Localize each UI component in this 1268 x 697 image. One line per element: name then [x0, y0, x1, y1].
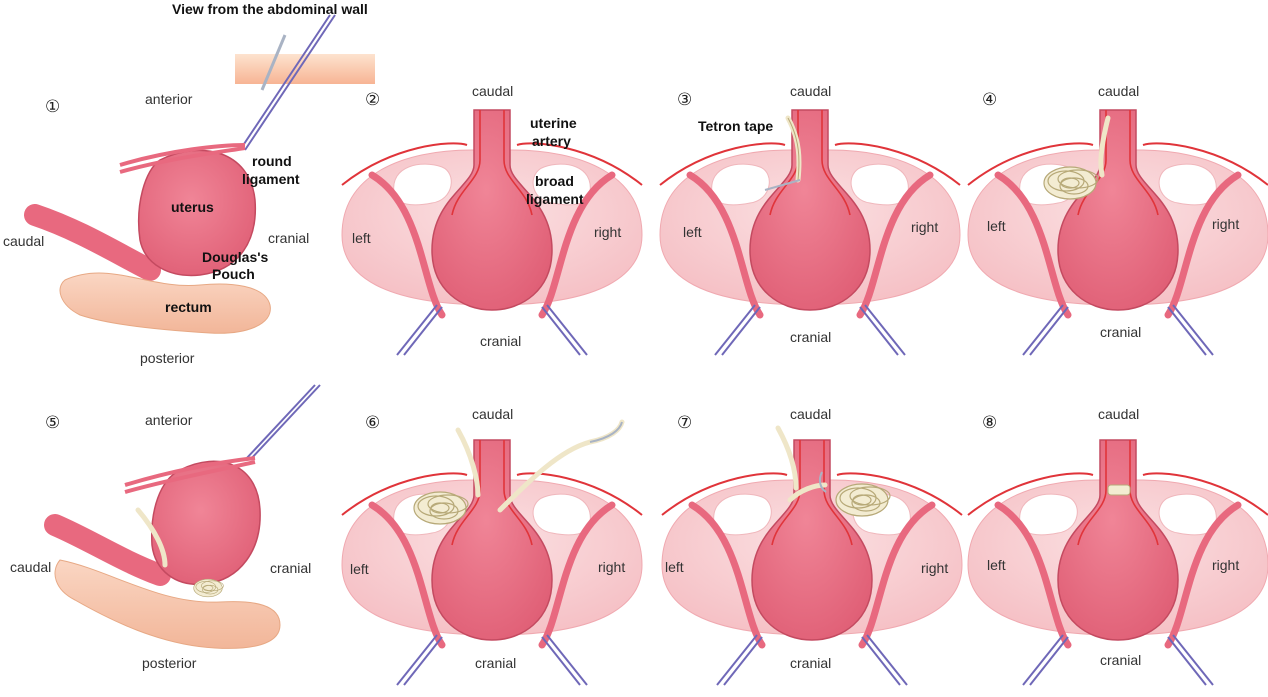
label-left: left [683, 224, 702, 240]
rectum-shape [59, 272, 271, 334]
view-label: View from the abdominal wall [172, 1, 368, 17]
label-top: caudal [1098, 83, 1139, 99]
label-bottom: cranial [1100, 652, 1141, 668]
panel-number-1: ① [45, 97, 60, 116]
label-right: right [598, 559, 625, 575]
label-left: left [987, 557, 1006, 573]
label-top: caudal [472, 406, 513, 422]
label-cranial: cranial [270, 560, 311, 576]
panel-number-7: ⑦ [677, 413, 692, 432]
panel-3: ③ caudal cranial left right Tetron tape [660, 83, 960, 355]
panel-number-4: ④ [982, 90, 997, 109]
panel-number-5: ⑤ [45, 413, 60, 432]
label-bottom: cranial [475, 655, 516, 671]
panel-number-2: ② [365, 90, 380, 109]
label-broad-2: ligament [526, 191, 584, 207]
panel-1: ① anterior posterior caudal cranial uter… [3, 14, 375, 366]
panel-2: ② caudal cranial left right uterine arte… [342, 83, 642, 355]
label-round-2: ligament [242, 171, 300, 187]
label-posterior: posterior [140, 350, 195, 366]
label-left: left [352, 230, 371, 246]
label-top: caudal [472, 83, 513, 99]
panel-8: ⑧ caudal cranial left right [968, 406, 1268, 685]
label-rectum: rectum [165, 299, 212, 315]
label-top: caudal [790, 406, 831, 422]
label-right: right [1212, 557, 1239, 573]
label-uterus: uterus [171, 199, 214, 215]
label-douglas-1: Douglas's [202, 249, 269, 265]
needle [764, 179, 801, 191]
panel-7: ⑦ caudal cranial left right [662, 406, 962, 685]
trocar [260, 34, 287, 91]
uterus-side [137, 149, 257, 277]
label-bottom: cranial [1100, 324, 1141, 340]
panel-4: ④ caudal cranial left right [968, 83, 1268, 355]
label-bottom: cranial [480, 333, 521, 349]
panel-number-8: ⑧ [982, 413, 997, 432]
label-right: right [921, 560, 948, 576]
panel-6: ⑥ caudal cranial left right [342, 406, 642, 685]
label-cranial: cranial [268, 230, 309, 246]
label-round-1: round [252, 153, 292, 169]
panel-number-6: ⑥ [365, 413, 380, 432]
label-top: caudal [790, 83, 831, 99]
panel-number-3: ③ [677, 90, 692, 109]
label-bottom: cranial [790, 655, 831, 671]
label-douglas-2: Pouch [212, 266, 255, 282]
label-right: right [1212, 216, 1239, 232]
label-anterior: anterior [145, 412, 193, 428]
label-left: left [665, 559, 684, 575]
label-broad-1: broad [535, 173, 574, 189]
label-uterine-2: artery [532, 133, 571, 149]
tied-tape [1107, 484, 1131, 496]
label-caudal: caudal [3, 233, 44, 249]
label-caudal: caudal [10, 559, 51, 575]
label-right: right [911, 219, 938, 235]
label-anterior: anterior [145, 91, 193, 107]
label-right: right [594, 224, 621, 240]
label-uterine-1: uterine [530, 115, 577, 131]
label-left: left [350, 561, 369, 577]
label-left: left [987, 218, 1006, 234]
label-posterior: posterior [142, 655, 197, 671]
label-top: caudal [1098, 406, 1139, 422]
panel-5: ⑤ anterior posterior caudal cranial [10, 384, 321, 671]
label-tetron-tape: Tetron tape [698, 118, 773, 134]
label-bottom: cranial [790, 329, 831, 345]
forceps [239, 14, 331, 151]
